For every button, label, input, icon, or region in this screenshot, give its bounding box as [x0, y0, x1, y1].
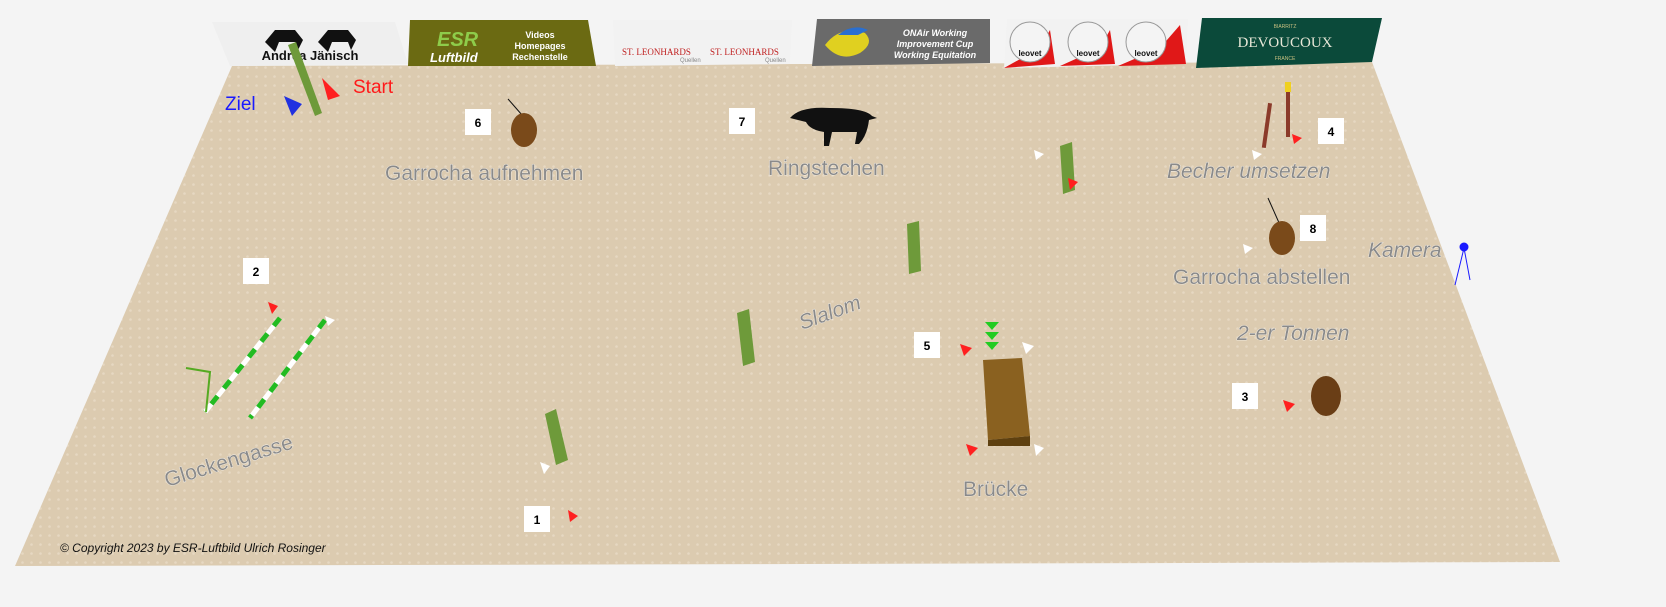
bridge-icon	[983, 322, 1030, 446]
station-number-6: 6	[465, 109, 491, 135]
finish-label: Ziel	[225, 94, 256, 115]
barrel-icon	[1267, 197, 1295, 255]
start-label: Start	[353, 77, 394, 98]
banner-esr-luftbild: ESR Luftbild Videos Homepages Rechenstel…	[408, 20, 596, 66]
arena-floor	[15, 62, 1560, 566]
svg-text:Videos: Videos	[525, 30, 554, 40]
svg-text:ONAir Working: ONAir Working	[903, 28, 968, 38]
svg-text:Luftbild: Luftbild	[430, 50, 479, 65]
station-number-2: 2	[243, 258, 269, 284]
banner-onair-cup: ONAir Working Improvement Cup Working Eq…	[812, 19, 990, 66]
svg-text:FRANCE: FRANCE	[1275, 56, 1296, 62]
banner-andrea-jaenisch: Andrea Jänisch	[212, 22, 408, 66]
svg-text:Working Equitation: Working Equitation	[894, 50, 977, 60]
banner-devoucoux: BIARRITZ DEVOUCOUX FRANCE	[1196, 18, 1382, 68]
svg-text:4: 4	[1328, 125, 1335, 139]
svg-text:Quellen: Quellen	[765, 58, 786, 64]
station-number-4: 4	[1318, 118, 1344, 144]
bell-lane	[185, 316, 327, 420]
svg-text:6: 6	[475, 116, 482, 130]
label-bruecke: Brücke	[963, 478, 1028, 501]
station-number-7: 7	[729, 108, 755, 134]
label-2er-tonnen: 2-er Tonnen	[1236, 322, 1349, 345]
label-becher-umsetzen: Becher umsetzen	[1167, 160, 1330, 183]
banner-leovet: leovet leovet leovet	[1004, 19, 1188, 68]
station-number-8: 8	[1300, 215, 1326, 241]
copyright: © Copyright 2023 by ESR-Luftbild Ulrich …	[60, 541, 327, 555]
label-garrocha-abstellen: Garrocha abstellen	[1173, 266, 1350, 289]
station-number-3: 3	[1232, 383, 1258, 409]
label-garrocha-aufnehmen: Garrocha aufnehmen	[385, 162, 583, 185]
barrel-icon	[507, 98, 537, 147]
svg-text:Improvement Cup: Improvement Cup	[897, 39, 974, 49]
svg-text:DEVOUCOUX: DEVOUCOUX	[1238, 35, 1333, 51]
banner-st-leonhards: ST. LEONHARDS ST. LEONHARDS Quellen Quel…	[613, 20, 792, 66]
svg-text:8: 8	[1310, 222, 1317, 236]
station-number-5: 5	[914, 332, 940, 358]
cup-posts-icon	[1261, 82, 1291, 149]
svg-text:ESR: ESR	[437, 29, 479, 51]
svg-text:Homepages: Homepages	[514, 41, 565, 51]
finish-flag-icon	[284, 96, 302, 116]
svg-text:Andrea Jänisch: Andrea Jänisch	[262, 48, 359, 63]
svg-text:1: 1	[534, 513, 541, 527]
start-flag-icon	[322, 78, 340, 100]
camera-icon	[1454, 242, 1471, 286]
bull-icon	[790, 107, 877, 146]
svg-text:5: 5	[924, 339, 931, 353]
svg-text:Quellen: Quellen	[680, 58, 701, 64]
start-post	[288, 42, 322, 116]
barrel-icon	[1311, 376, 1341, 416]
svg-text:ST. LEONHARDS: ST. LEONHARDS	[622, 47, 691, 57]
svg-text:leovet: leovet	[1134, 49, 1157, 58]
svg-text:Rechenstelle: Rechenstelle	[512, 52, 568, 62]
label-kamera: Kamera	[1368, 239, 1442, 262]
svg-text:ST. LEONHARDS: ST. LEONHARDS	[710, 47, 779, 57]
station-number-1: 1	[524, 506, 550, 532]
label-ringstechen: Ringstechen	[768, 157, 885, 180]
svg-text:leovet: leovet	[1076, 49, 1099, 58]
cones	[268, 134, 1302, 522]
slalom-poles	[545, 142, 1075, 465]
svg-text:BIARRITZ: BIARRITZ	[1274, 24, 1297, 30]
svg-text:2: 2	[253, 265, 260, 279]
svg-text:7: 7	[739, 115, 746, 129]
svg-text:leovet: leovet	[1018, 49, 1041, 58]
svg-text:3: 3	[1242, 390, 1249, 404]
